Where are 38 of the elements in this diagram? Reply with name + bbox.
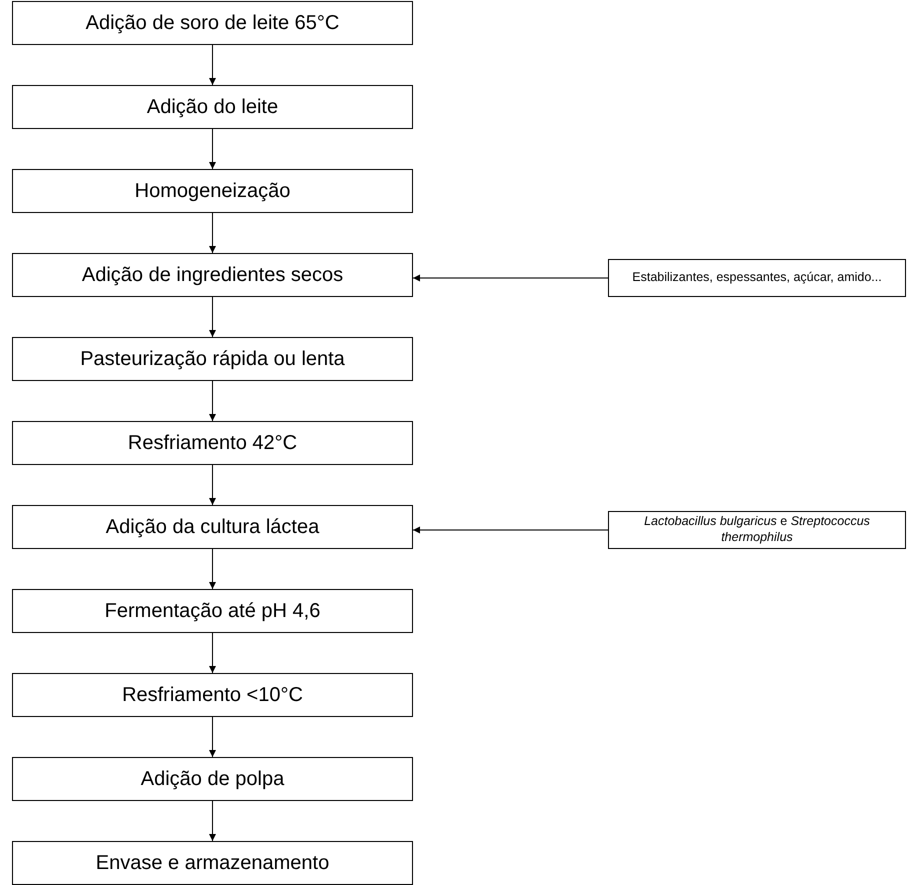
step-label: Resfriamento 42°C <box>128 432 298 454</box>
arrow <box>209 464 216 506</box>
step-label: Adição de ingredientes secos <box>82 264 344 286</box>
arrow <box>209 44 216 86</box>
input-box <box>608 259 906 297</box>
arrow <box>412 274 608 282</box>
step-label: Adição de polpa <box>140 768 284 790</box>
process-box <box>12 505 413 549</box>
process-box <box>12 841 413 885</box>
arrow <box>209 548 216 590</box>
process-box <box>12 673 413 717</box>
process-box <box>12 757 413 801</box>
arrow <box>209 128 216 170</box>
process-box <box>12 1 413 45</box>
input-label: Estabilizantes, espessantes, açúcar, amido... <box>632 270 882 286</box>
process-box <box>12 253 413 297</box>
process-box <box>12 589 413 633</box>
arrow <box>209 716 216 758</box>
arrow <box>209 632 216 674</box>
step-label: Homogeneização <box>134 180 290 202</box>
process-box <box>12 169 413 213</box>
step-label: Adição do leite <box>146 96 278 118</box>
step-label: Adição da cultura láctea <box>106 516 320 538</box>
arrow <box>209 212 216 254</box>
arrow <box>209 296 216 338</box>
process-box <box>12 421 413 465</box>
process-box <box>12 85 413 129</box>
step-label: Fermentação até pH 4,6 <box>104 600 320 622</box>
step-label: Envase e armazenamento <box>96 852 330 874</box>
step-label: Adição de soro de leite 65°C <box>86 12 340 34</box>
input-label: Lactobacillus bulgaricus e Streptococcus thermophilus <box>643 514 871 546</box>
step-label: Resfriamento <10°C <box>122 684 303 706</box>
process-box <box>12 337 413 381</box>
arrow <box>209 800 216 842</box>
input-box <box>608 511 906 549</box>
step-label: Pasteurização rápida ou lenta <box>80 348 345 370</box>
arrow <box>209 380 216 422</box>
arrow <box>412 526 608 534</box>
